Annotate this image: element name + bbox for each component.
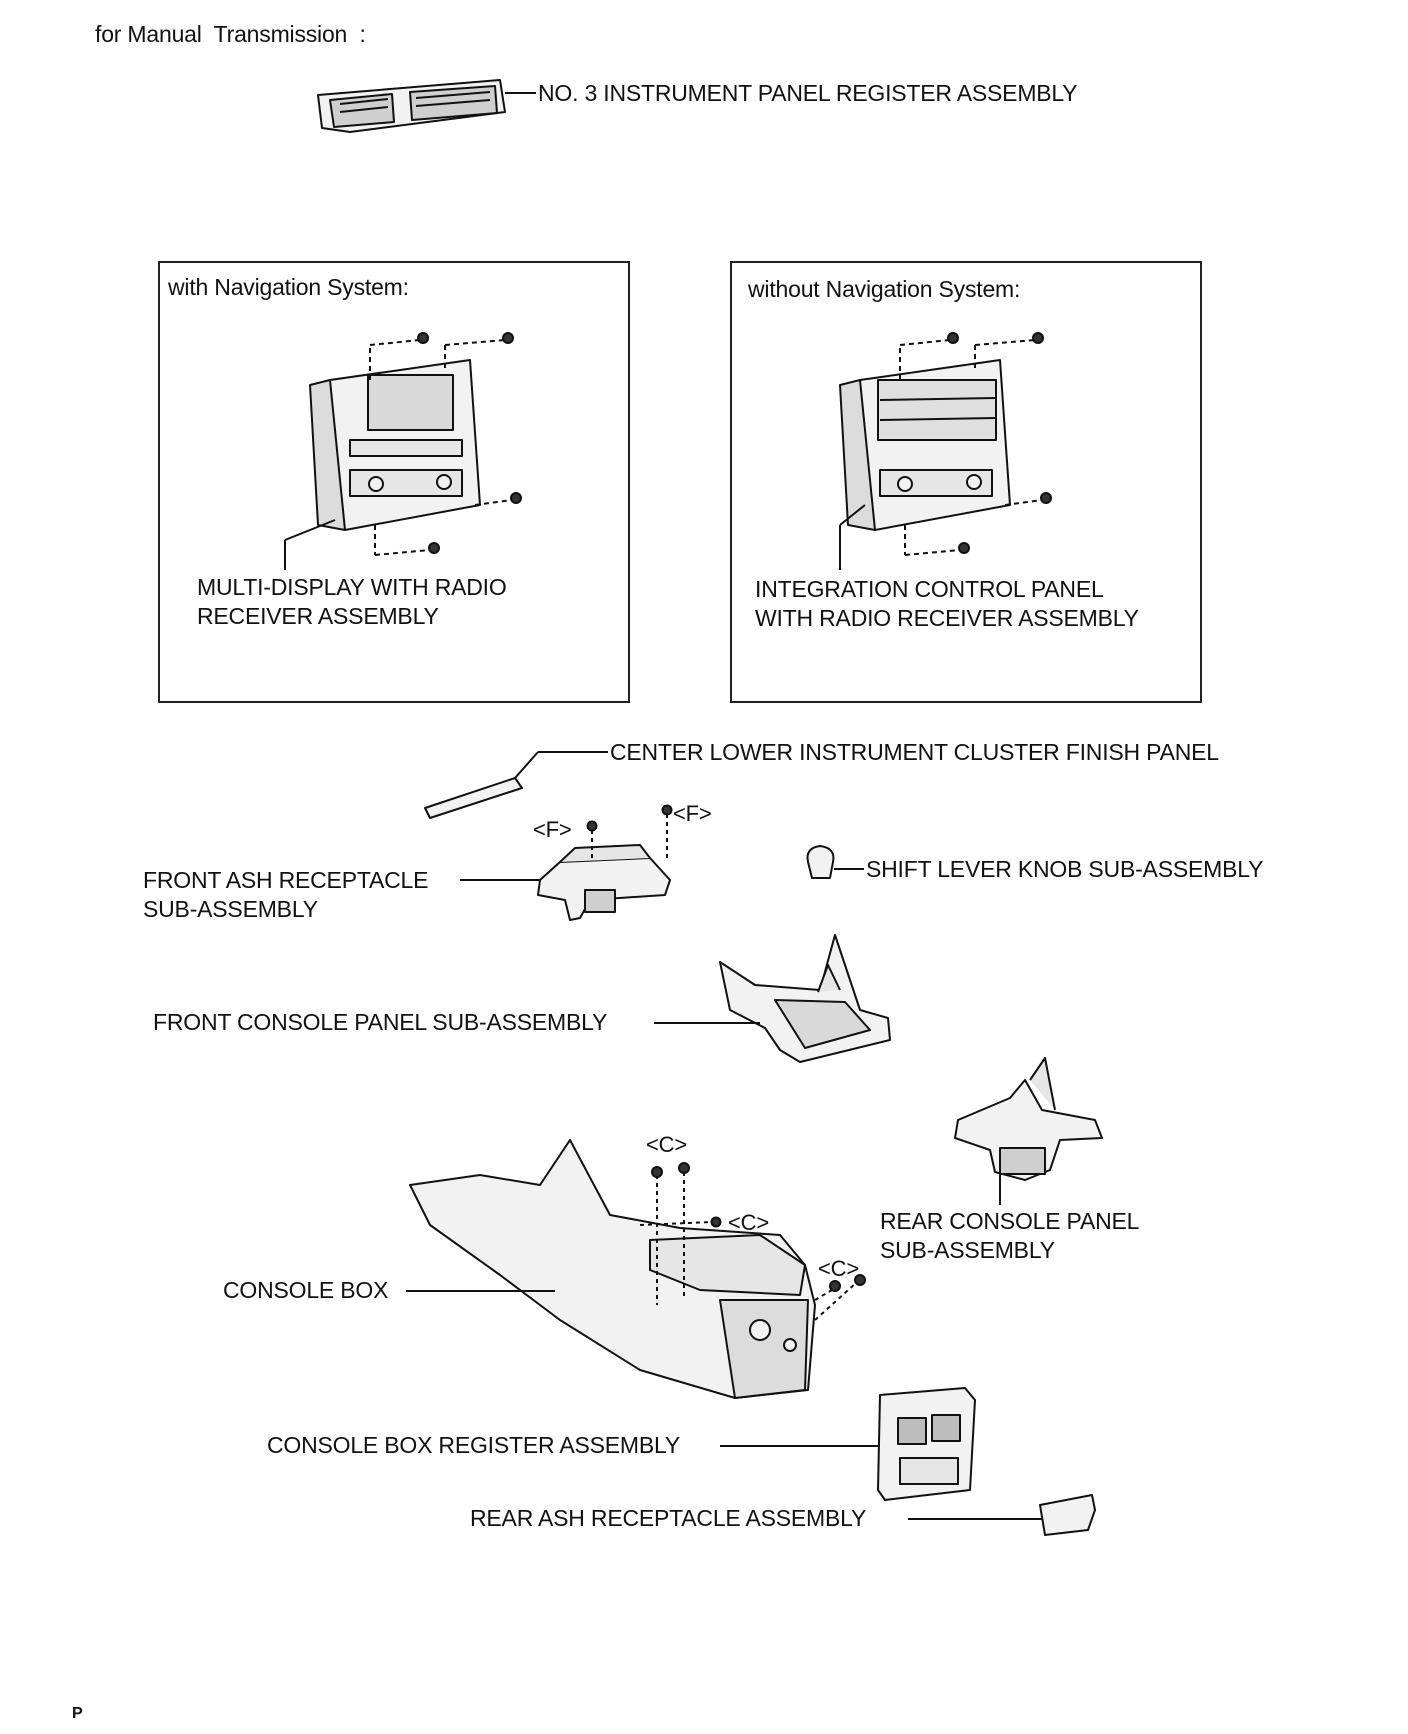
- console-box-drawing: [409, 1139, 816, 1399]
- fastener-code-c3: <C>: [818, 1256, 859, 1281]
- front-ash-label-line1: FRONT ASH RECEPTACLE: [143, 867, 429, 893]
- without-nav-frame: [730, 261, 1202, 703]
- console-box-register-label: CONSOLE BOX REGISTER ASSEMBLY: [267, 1432, 681, 1458]
- console-box-label: CONSOLE BOX: [223, 1277, 389, 1303]
- integration-control-panel-drawing: [839, 359, 1011, 531]
- register-no3-drawing: [317, 79, 506, 133]
- console-box-register-drawing: [877, 1387, 976, 1501]
- fastener-code-c2: <C>: [728, 1210, 769, 1235]
- front-console-panel-label: FRONT CONSOLE PANEL SUB-ASSEMBLY: [153, 1009, 608, 1035]
- integration-panel-label-line1: INTEGRATION CONTROL PANEL: [755, 576, 1104, 602]
- register-no3-label: NO. 3 INSTRUMENT PANEL REGISTER ASSEMBLY: [538, 80, 1078, 106]
- rear-ash-receptacle-drawing: [1039, 1494, 1096, 1536]
- with-nav-frame: [158, 261, 630, 703]
- fastener-code-f1: <F>: [533, 817, 572, 842]
- page-footer-mark: P: [72, 1705, 83, 1722]
- front-ash-label-line2: SUB-ASSEMBLY: [143, 896, 318, 922]
- integration-panel-label-line2: WITH RADIO RECEIVER ASSEMBLY: [755, 605, 1139, 631]
- rear-console-panel-drawing: [954, 1057, 1103, 1181]
- without-nav-heading: without Navigation System:: [748, 276, 1021, 302]
- fastener-code-c1: <C>: [646, 1132, 687, 1157]
- page-title: for Manual Transmission :: [95, 21, 366, 47]
- rear-console-panel-label-line2: SUB-ASSEMBLY: [880, 1237, 1055, 1263]
- center-lower-finish-label: CENTER LOWER INSTRUMENT CLUSTER FINISH P…: [610, 739, 1219, 765]
- center-lower-finish-drawing: [424, 777, 523, 819]
- fastener-code-f2: <F>: [673, 801, 712, 826]
- shift-knob-label: SHIFT LEVER KNOB SUB-ASSEMBLY: [866, 856, 1264, 882]
- shift-knob-drawing: [806, 845, 835, 879]
- rear-console-panel-label-line1: REAR CONSOLE PANEL: [880, 1208, 1140, 1234]
- front-ash-receptacle-drawing: [537, 844, 671, 921]
- multi-display-label-line2: RECEIVER ASSEMBLY: [197, 603, 439, 629]
- front-console-panel-drawing: [719, 934, 891, 1063]
- rear-ash-label: REAR ASH RECEPTACLE ASSEMBLY: [470, 1505, 867, 1531]
- with-nav-heading: with Navigation System:: [168, 274, 409, 300]
- multi-display-drawing: [309, 359, 481, 531]
- multi-display-label-line1: MULTI-DISPLAY WITH RADIO: [197, 574, 507, 600]
